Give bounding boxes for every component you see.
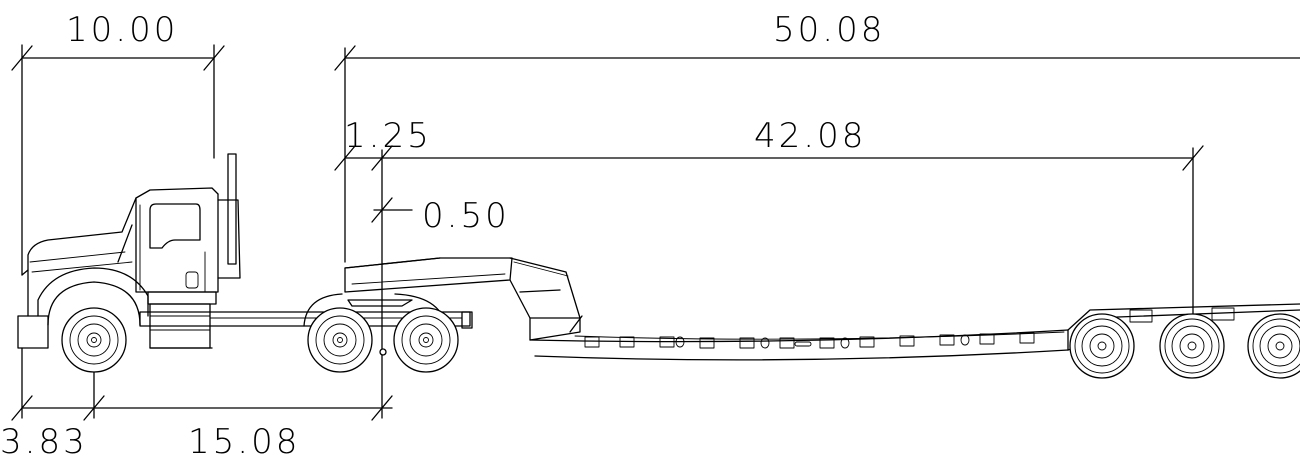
kingpin-marker (379, 348, 387, 356)
tractor-steer-wheel (61, 307, 127, 373)
deck-length-dimension: 42.08 (754, 116, 866, 156)
overall-length-dimension: 50.08 (773, 10, 885, 50)
cab-height-dimension: 10.00 (66, 10, 178, 50)
tractor-drive-wheel-front (307, 307, 373, 373)
kingpin-offset-dimension: 0.50 (422, 196, 510, 236)
front-overhang-dimension: 3.83 (0, 422, 88, 460)
trailer-axle-3 (1247, 313, 1300, 379)
tractor-drive-wheel-rear (393, 307, 459, 373)
trailer-axle-1 (1069, 313, 1135, 379)
gooseneck-offset-dimension: 1.25 (344, 116, 432, 156)
lowboy-trailer (344, 257, 1300, 361)
outrigger-pockets (584, 332, 1035, 349)
dimension-lines (11, 44, 1300, 421)
trailer-axle-2 (1159, 313, 1225, 379)
tractor-wheelbase-dimension: 15.08 (188, 422, 300, 460)
